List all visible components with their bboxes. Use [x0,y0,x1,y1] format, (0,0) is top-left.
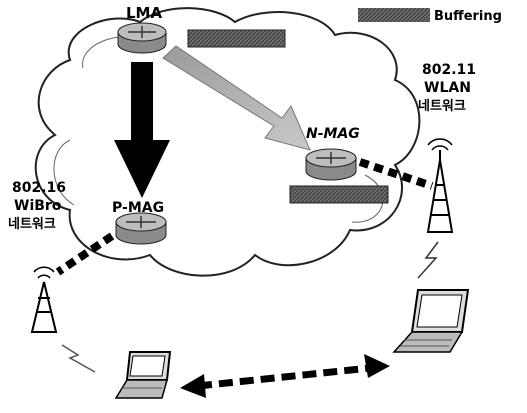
lma-router-icon [117,22,167,54]
wibro-lightning-icon [61,344,96,373]
lma-to-pmag-arrow [114,62,170,198]
laptop-left-icon [114,351,172,399]
wlan-lightning-icon [417,241,439,279]
wibro-label-line2: WiBro [14,198,62,214]
wibro-label-line1: 802.16 [12,180,66,196]
p-mag-to-wibro-link [55,232,115,276]
wibro-tower-icon [30,266,58,333]
p-mag-router-icon [115,212,167,245]
n-mag-to-wlan-link [358,158,434,190]
legend-label: Buffering [434,9,502,24]
n-mag-router-icon [305,148,357,181]
laptop-right-icon [392,289,470,353]
core-network-cloud [34,7,421,277]
wibro-label-line3: 네트워크 [8,216,56,232]
lma-label: LMA [126,4,162,22]
wlan-tower-icon [426,138,454,233]
wlan-label-line2: WLAN [424,80,471,96]
n-mag-buffer-bar [289,185,389,204]
legend-swatch [358,8,430,22]
mobility-arrow [180,354,390,398]
p-mag-label: P-MAG [112,200,164,216]
lma-buffer-bar [187,29,286,48]
wlan-label-line3: 네트워크 [418,98,466,114]
n-mag-label: N-MAG [306,126,360,142]
wlan-label-line1: 802.11 [422,62,476,78]
lma-to-nmag-arrow [162,45,311,151]
